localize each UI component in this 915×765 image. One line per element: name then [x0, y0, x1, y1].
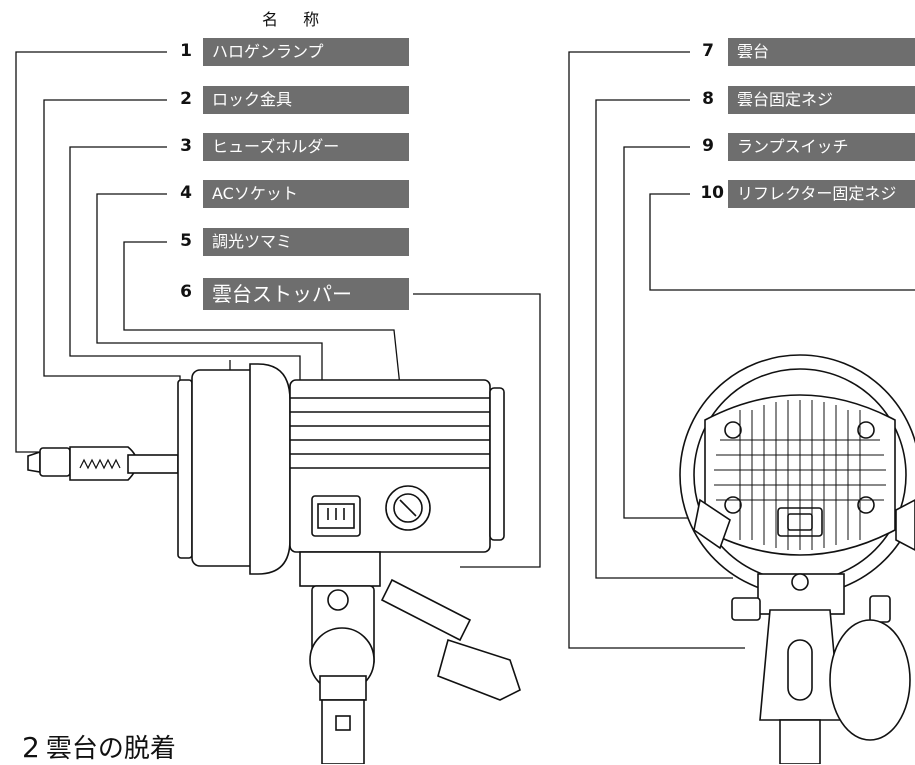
part-label-fuse-holder: ヒューズホルダー [203, 133, 409, 161]
leader-line-10 [649, 193, 915, 291]
part-label-halogen-lamp: ハロゲンランプ [203, 38, 409, 66]
part-number-3: 3 [180, 136, 192, 156]
reflector-grill [714, 400, 886, 550]
section-title-text: 雲台の脱着 [45, 734, 176, 764]
part-number-8: 8 [702, 89, 714, 109]
part-number-7: 7 [702, 41, 714, 61]
part-number-5: 5 [180, 231, 192, 251]
section-marker: 2 [22, 731, 40, 764]
header-title: 名 称 [262, 10, 330, 29]
part-label-reflector-fixing-screw: リフレクター固定ネジ [728, 180, 915, 208]
leader-line-3 [69, 146, 301, 400]
leader-line-1 [15, 51, 167, 453]
part-label-mount: 雲台 [728, 38, 915, 66]
leader-line-7 [568, 51, 745, 649]
part-number-2: 2 [180, 89, 192, 109]
lamp-element [79, 458, 121, 470]
leader-line-2 [43, 99, 181, 395]
part-number-6: 6 [180, 282, 192, 302]
light-rear-view [679, 354, 915, 764]
part-number-10: 10 [700, 183, 724, 203]
part-label-dimmer-knob: 調光ツマミ [203, 228, 409, 256]
light-side-view [27, 363, 521, 764]
part-number-1: 1 [180, 41, 192, 61]
part-label-lamp-switch: ランプスイッチ [728, 133, 915, 161]
leader-line-6 [413, 293, 541, 568]
part-label-ac-socket: ACソケット [203, 180, 409, 208]
leader-line-8 [595, 99, 733, 579]
part-label-mount-fixing-screw: 雲台固定ネジ [728, 86, 915, 114]
part-number-9: 9 [702, 136, 714, 156]
part-number-4: 4 [180, 183, 192, 203]
part-label-lock-fitting: ロック金具 [203, 86, 409, 114]
part-label-mount-stopper: 雲台ストッパー [203, 278, 409, 310]
